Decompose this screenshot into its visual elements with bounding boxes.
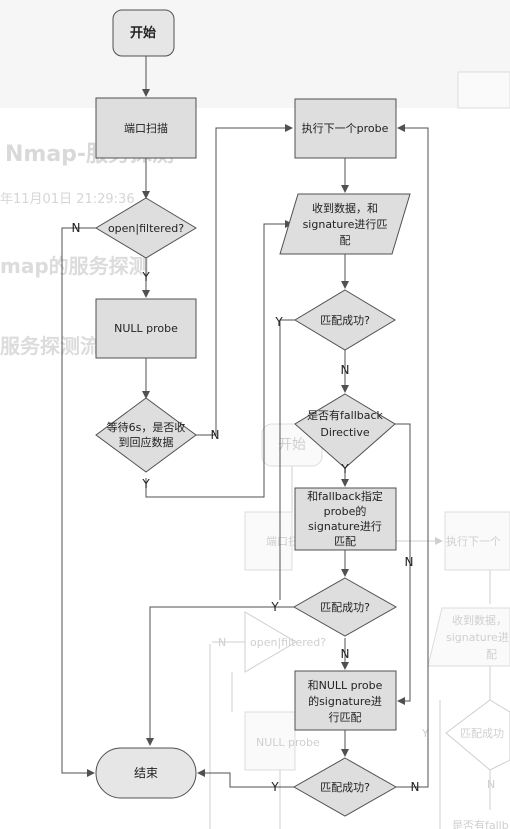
match-1-decision: 匹配成功?: [294, 289, 396, 351]
node-label: 等待6s，是否收: [107, 420, 186, 434]
yes-label: Y: [270, 600, 279, 614]
node-label: 和NULL probe: [308, 679, 383, 692]
ghost-label: N: [218, 636, 226, 649]
node-label: 匹配成功?: [320, 314, 370, 327]
node-label: 到回应数据: [119, 435, 174, 449]
ghost-label: 端口扫: [266, 535, 299, 548]
background-heading: map的服务探测: [0, 254, 149, 278]
ghost-port-scan-node: [244, 511, 293, 571]
background-date: 年11月01日 21:29:36: [0, 192, 135, 207]
end-node: 结束: [95, 747, 197, 799]
ghost-label: N: [487, 778, 495, 791]
node-label: 结束: [134, 766, 158, 780]
no-label: N: [341, 647, 350, 661]
no-label: N: [211, 428, 220, 442]
match-3-decision: 匹配成功?: [292, 757, 398, 817]
ghost-label: 是否有fallb: [452, 818, 509, 829]
no-label: N: [341, 363, 350, 377]
node-label: 匹配成功?: [320, 601, 370, 614]
edge: [196, 124, 293, 436]
fallback-decision: 是否有fallback Directive: [294, 393, 396, 469]
ghost-label: Y: [421, 727, 429, 740]
node-label: 匹配: [334, 535, 356, 548]
ghost-diamond: [445, 699, 510, 771]
ghost-label: open|filtered?: [250, 636, 326, 649]
ghost-label: 匹配成功: [460, 727, 504, 740]
node-label: Directive: [320, 426, 370, 439]
receive-data-node: 收到数据，和 signature进行匹 配: [279, 193, 411, 255]
node-label: 行匹配: [329, 711, 362, 724]
edge: [61, 227, 96, 777]
fallback-match-node: 和fallback指定 probe的 signature进行 匹配: [294, 487, 397, 551]
ghost-label: 收到数据，: [452, 613, 507, 627]
ghost-label: signature进: [446, 631, 509, 644]
edge-labels: N Y N Y Y N Y N Y N Y N: [72, 221, 420, 794]
wait-6s-decision: 等待6s，是否收 到回应数据: [95, 397, 197, 473]
background-heading: 服务探测流: [0, 334, 100, 358]
node-label: 是否有fallback: [307, 408, 383, 422]
node-label: NULL probe: [114, 322, 178, 335]
open-filtered-decision: open|filtered?: [95, 197, 197, 259]
start-node: 开始: [112, 9, 175, 57]
yes-label: Y: [274, 315, 283, 329]
port-scan-node: 端口扫描: [95, 97, 197, 159]
node-label: signature进行匹: [303, 218, 388, 231]
node-label: 的signature进: [308, 694, 382, 708]
ghost-flowchart: 开始 端口扫 执行下一个 收到数据， signature进 配 open|fil…: [209, 71, 510, 829]
node-label: 开始: [130, 25, 156, 41]
yes-label: Y: [141, 477, 150, 491]
edge: [197, 769, 294, 788]
yes-label: Y: [270, 780, 279, 794]
null-probe-node: NULL probe: [95, 298, 197, 359]
node-label: 和fallback指定: [307, 489, 383, 503]
no-label: N: [411, 780, 420, 794]
node-label: 收到数据，和: [312, 201, 378, 215]
edge: [396, 124, 429, 788]
node-label: 匹配成功?: [320, 781, 370, 794]
node-label: probe的: [324, 504, 367, 518]
node-label: open|filtered?: [108, 222, 184, 235]
ghost-null-probe-node: [244, 711, 296, 771]
background-band: [0, 0, 510, 108]
ghost-next-probe-node: [444, 511, 510, 571]
ghost-recv-node: [427, 607, 510, 667]
edge: [145, 220, 293, 498]
next-probe-node: 执行下一个probe: [294, 98, 397, 159]
ghost-label: 开始: [278, 437, 306, 453]
ghost-label: 执行下一个: [446, 534, 501, 548]
no-label: N: [72, 221, 81, 235]
node-label: signature进行: [308, 520, 382, 533]
node-label: 执行下一个probe: [302, 121, 389, 135]
ghost-label: NULL probe: [256, 736, 320, 749]
match-2-decision: 匹配成功?: [292, 577, 398, 637]
node-label: 配: [340, 234, 351, 247]
edge: [395, 423, 411, 705]
ghost-label: 配: [486, 648, 497, 661]
yes-label: Y: [141, 270, 150, 284]
edge: [279, 319, 295, 600]
edge: [146, 606, 294, 746]
no-label: N: [405, 555, 414, 569]
yes-label: Y: [340, 462, 349, 476]
null-match-node: 和NULL probe 的signature进 行匹配: [294, 670, 397, 731]
node-label: 端口扫描: [124, 121, 168, 135]
edges: [61, 56, 429, 788]
ghost-thumbnail: [457, 71, 510, 109]
